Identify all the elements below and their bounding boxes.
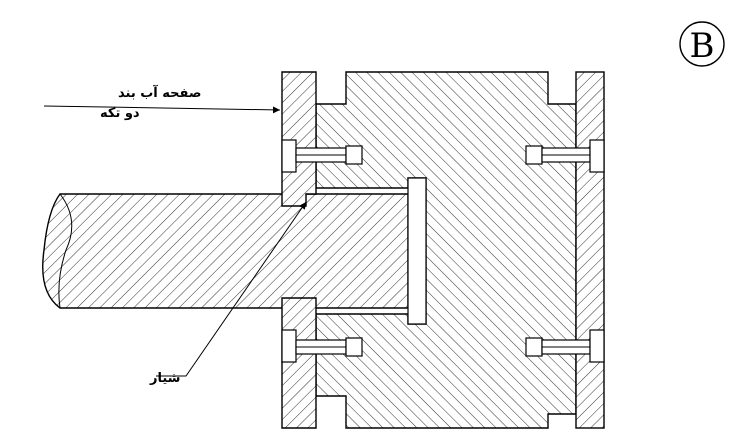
disc-slot xyxy=(407,177,427,325)
badge-circle xyxy=(679,21,725,67)
seal-plate-leader xyxy=(43,105,281,114)
seal-plate-lower xyxy=(281,297,317,429)
shaft xyxy=(42,193,409,309)
bolt-lower-left xyxy=(281,329,363,363)
badge-letter: B xyxy=(690,26,715,66)
bolt-upper-right xyxy=(525,139,605,173)
seal-plate-label-line2: دو تکه xyxy=(100,106,140,121)
bolt-upper-left xyxy=(281,139,363,173)
groove-label: شیار xyxy=(149,371,180,386)
groove-callout: شیار xyxy=(149,201,307,386)
bolt-lower-right xyxy=(525,329,605,363)
end-plate xyxy=(575,71,605,429)
section-badge: B xyxy=(679,21,725,67)
seal-plate-label-line1: صفحه آب بند xyxy=(118,84,201,101)
shaft-break-line xyxy=(58,193,73,309)
seal-plate-upper xyxy=(281,71,317,207)
groove-leader xyxy=(156,201,307,377)
seal-plate-callout: صفحه آب بند دو تکه xyxy=(43,84,281,121)
